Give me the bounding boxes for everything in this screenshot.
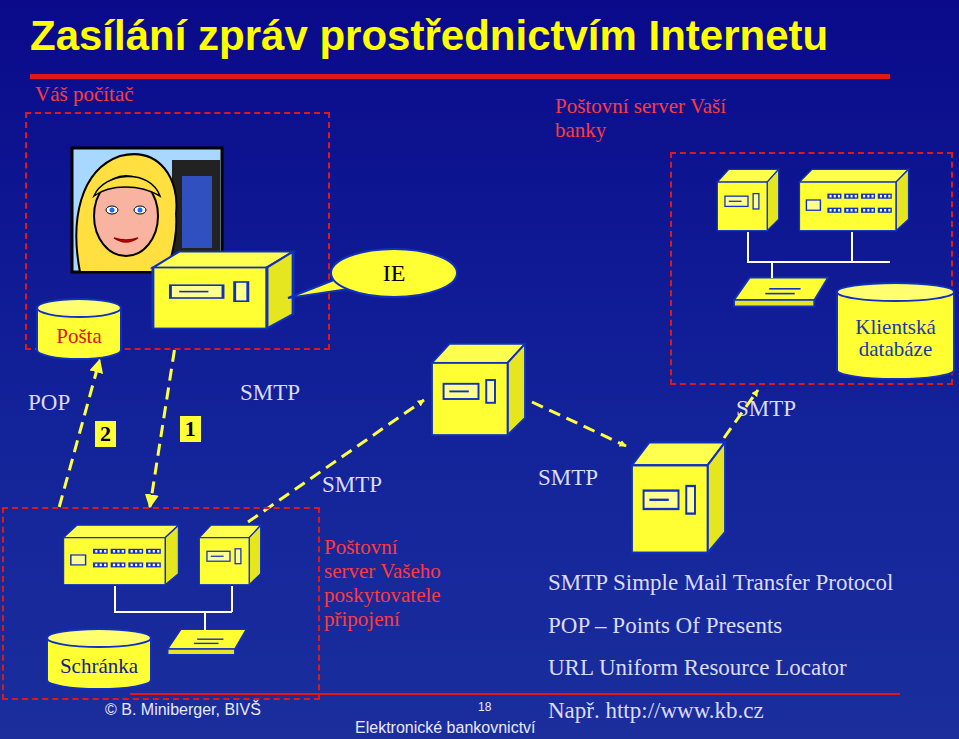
pc-unit (153, 252, 293, 329)
callout-text: IE (383, 259, 406, 287)
smtp-relay-arrow (248, 390, 758, 522)
provider-terminal (168, 629, 247, 654)
footer-rule (130, 693, 900, 695)
region-heading: Poštovní server Vašeho poskytovatele při… (324, 535, 454, 631)
cylinder-text: Schránka (60, 641, 138, 677)
footer-note: Elektronické bankovnictví (355, 718, 536, 737)
provider-rack (63, 525, 178, 585)
bank-rack (799, 169, 908, 230)
legend-note: POP – Points Of Presents (548, 613, 782, 639)
database-cylinder: Klientská databáze (836, 282, 955, 380)
bank-terminal (734, 278, 828, 307)
legend-note: SMTP Simple Mail Transfer Protocol (548, 570, 893, 596)
protocol-label: SMTP (736, 396, 796, 422)
cylinder-label: Klientská databáze (844, 316, 947, 360)
provider-server (199, 525, 260, 585)
browser-callout: IE (330, 248, 458, 298)
protocol-label: POP (28, 390, 70, 416)
protocol-label: SMTP (322, 472, 382, 498)
legend-note: URL Uniform Resource Locator (548, 655, 847, 681)
protocol-label: SMTP (240, 380, 300, 406)
cylinder-body (837, 292, 954, 379)
cylinder-top (837, 283, 954, 301)
cylinder-label: Pošta (56, 325, 102, 347)
step-number: 1 (180, 416, 201, 442)
protocol-label: SMTP (538, 465, 598, 491)
mailbox-cylinder: Schránka (46, 628, 152, 690)
bank-region: Poštovní server Vaší bankyKlientská data… (670, 152, 953, 385)
cylinder-top (47, 629, 151, 647)
slide-title: Zasílání zpráv prostřednictvím Internetu (30, 10, 828, 62)
cylinder-top (37, 299, 121, 317)
mail-transfer-arrow (59, 360, 99, 507)
copyright-note: © B. Miniberger, BIVŠ (105, 700, 261, 719)
middle-server (432, 344, 525, 435)
callout-ellipse (331, 249, 457, 297)
title-rule (30, 74, 890, 79)
cylinder-text: Klientská databáze (844, 302, 947, 360)
provider-region: Poštovní server Vašeho poskytovatele při… (2, 507, 320, 700)
cylinder-label: Schránka (60, 655, 138, 677)
example-note: Např. http://www.kb.cz (548, 698, 764, 724)
mail-transfer-arrow (150, 350, 175, 507)
page-number: 18 (478, 700, 491, 714)
bank-entry-server (632, 442, 725, 552)
cylinder-text: Pošta (56, 311, 102, 347)
bank-server (717, 169, 778, 230)
mail-cylinder: Pošta (36, 298, 122, 360)
computer-region: Váš počítačPošta (25, 112, 330, 350)
region-heading: Poštovní server Vaší banky (555, 94, 730, 142)
step-number: 2 (95, 421, 116, 447)
region-heading: Váš počítač (35, 82, 235, 106)
